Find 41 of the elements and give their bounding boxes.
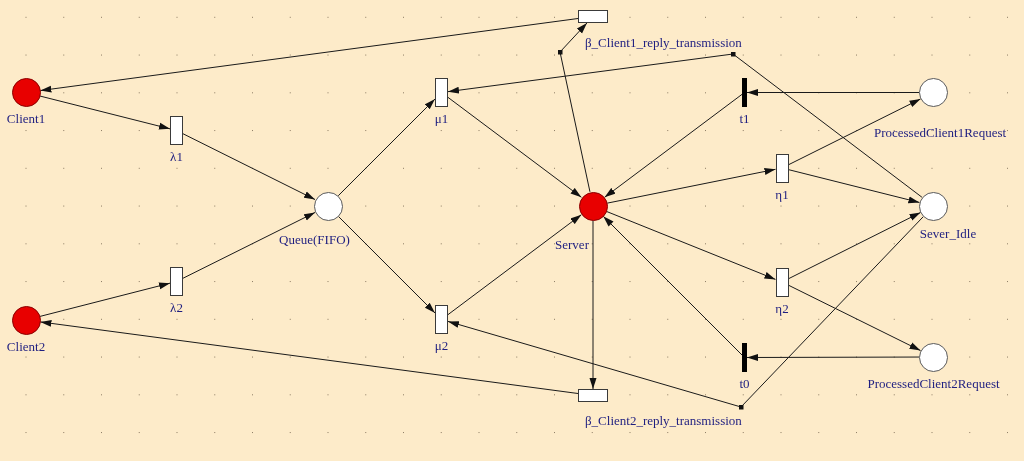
arc-arrow [447,96,582,198]
arc-arrow [337,215,436,314]
place-label: ProcessedClient1Request [873,126,1007,139]
arc-arrow [605,210,776,280]
arc-arrow [788,98,921,166]
transition-label: β_Client2_reply_transmission [585,414,742,427]
transition-label: μ2 [434,339,449,352]
arc-arrow [337,98,436,197]
place-label: Client2 [6,339,46,353]
place-label: Sever_Idle [919,227,977,240]
place-label: Client1 [6,112,46,125]
transition-label: λ2 [170,301,183,314]
place-label: Queue(FIFO) [279,233,350,246]
arc-arrow [606,168,776,204]
transition-label: η1 [775,187,789,201]
arc-arrow [182,133,316,201]
transition-label: t1 [739,112,750,125]
transition-label: t0 [739,377,750,390]
arc-arrow [558,22,591,193]
arc-arrow [788,284,921,352]
transition-label: μ1 [434,112,449,125]
transition-label: λ1 [170,150,183,163]
arc-arrow [447,52,923,198]
transition-label: β_Client1_reply_transmission [585,36,742,49]
arc-arrow [39,18,579,93]
arc-arrow [182,211,316,279]
arc-arrow [746,353,920,361]
arc-arrow [447,214,582,316]
arc-arrow [447,215,924,410]
place-label: ProcessedClient2Request [867,376,1000,390]
arc-arrow [788,169,920,204]
arc-arrow [39,319,579,394]
transition-label: η2 [775,301,789,315]
arc-arrow [602,215,743,356]
arc-arrow [39,95,171,130]
place-label: Server [555,238,589,251]
arc-arrow [746,89,920,96]
arc-arrow [589,220,597,390]
arc-arrow [39,282,171,317]
arc-arrow [604,93,743,198]
arc-arrow [788,212,922,280]
